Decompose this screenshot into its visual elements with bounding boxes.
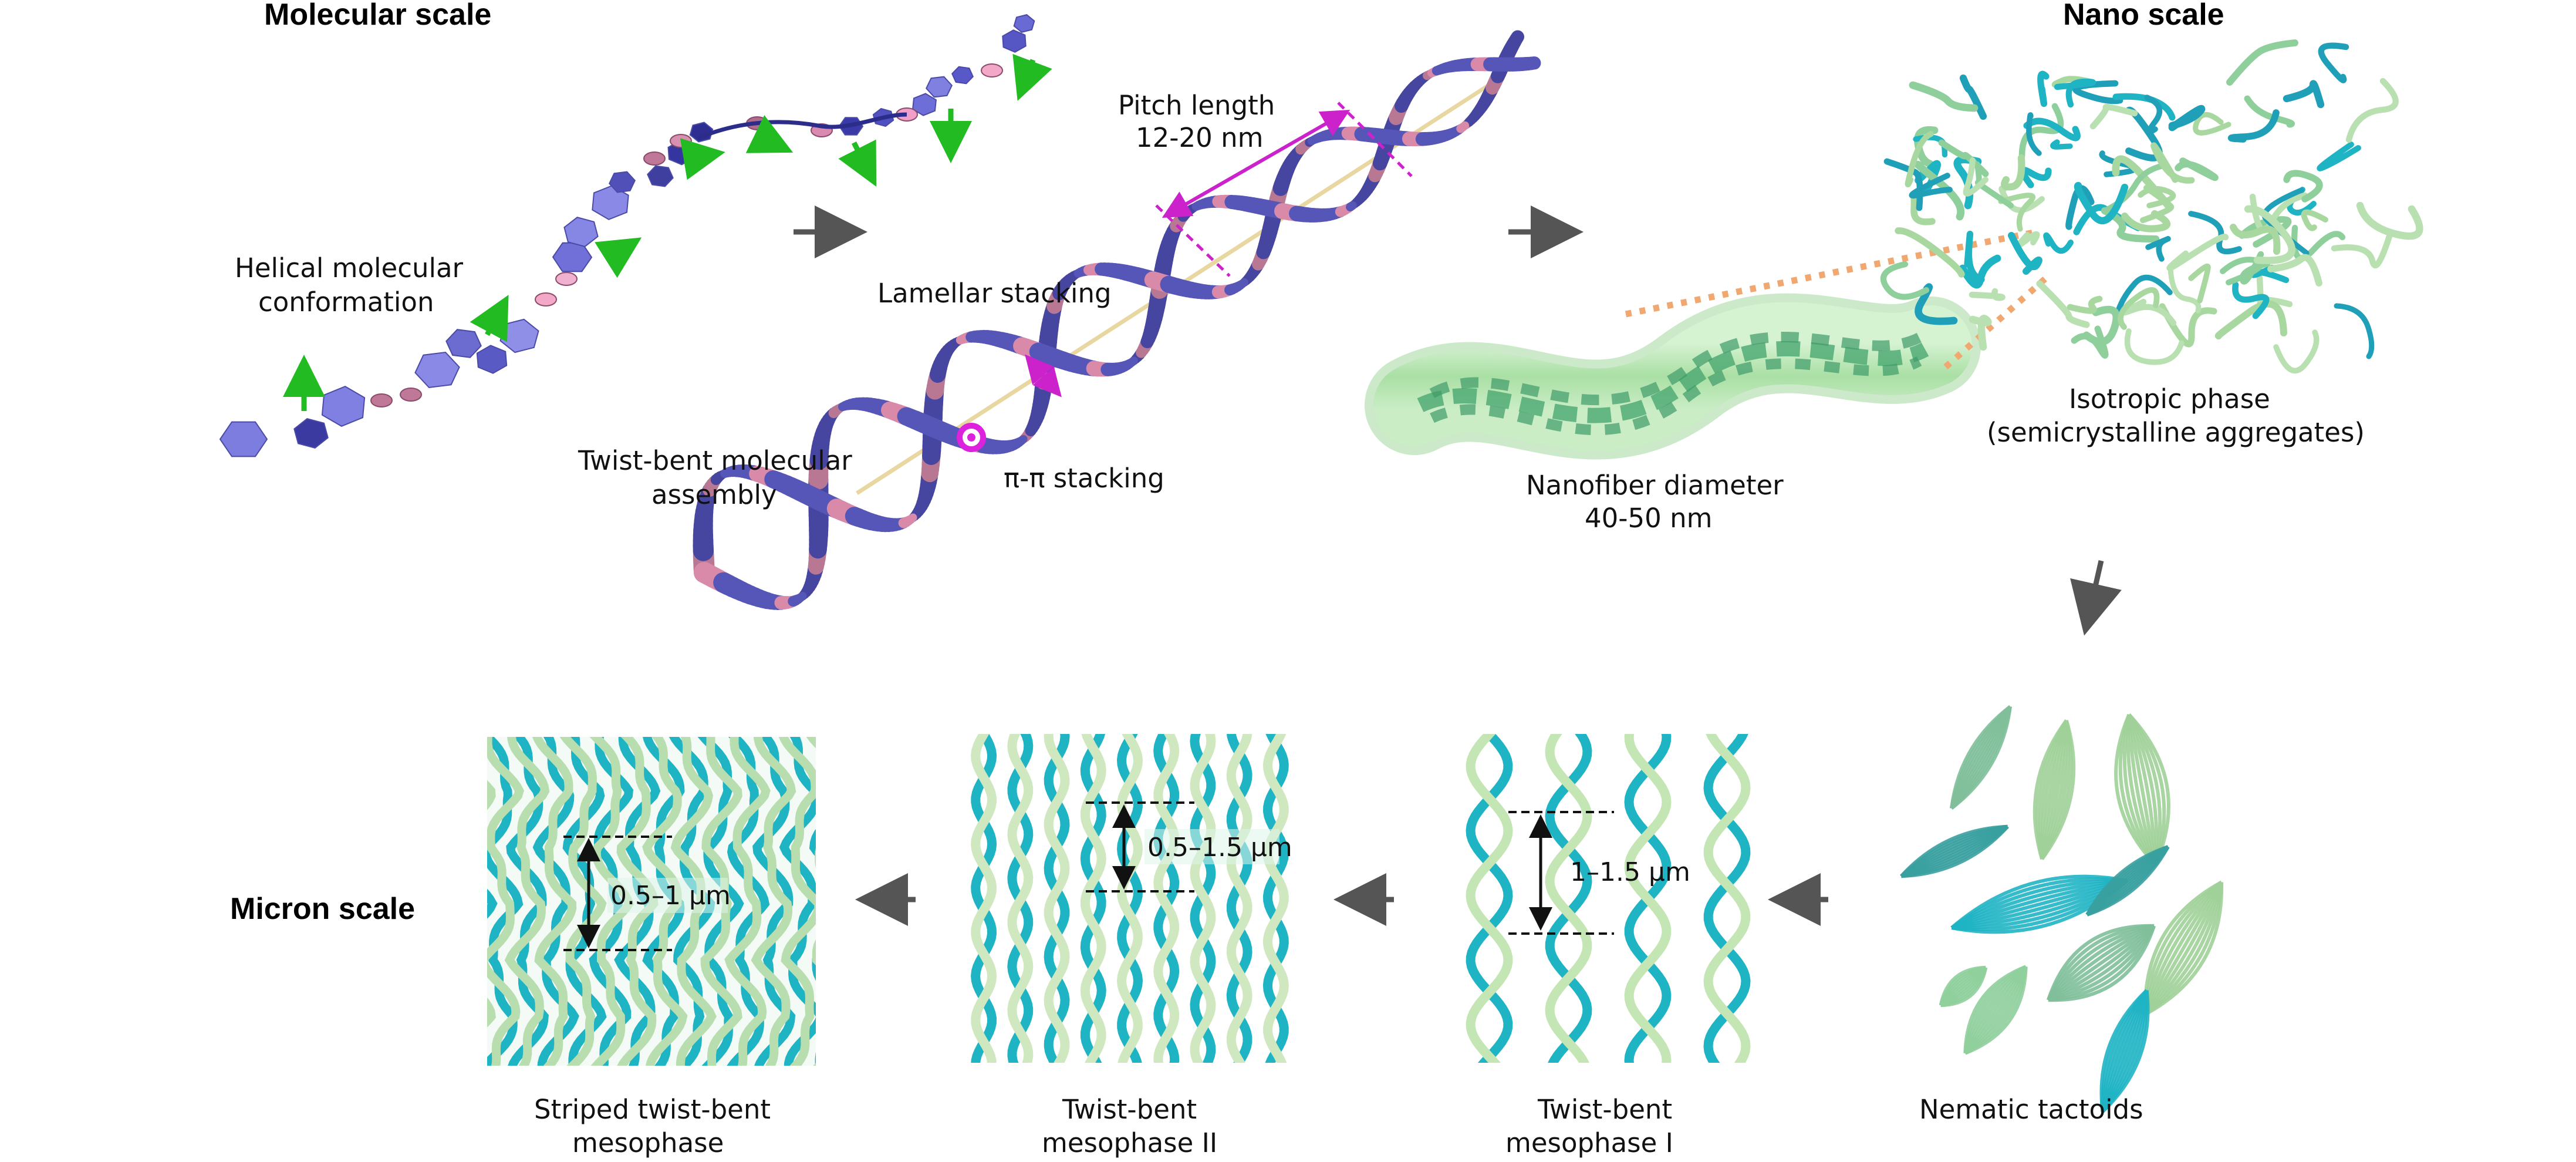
hexagon-icon xyxy=(414,351,460,389)
nanofiber-label-line1: Nanofiber diameter xyxy=(1526,470,1784,501)
twisted-ribbon xyxy=(693,30,1541,610)
helical-label-line1: Helical molecular xyxy=(235,252,464,284)
hexagon-icon xyxy=(912,93,937,116)
hexagon-icon xyxy=(499,318,539,353)
helical-label-line2: conformation xyxy=(258,287,434,318)
tb1-dimension xyxy=(1508,811,1614,935)
hexagon-icon xyxy=(321,385,366,427)
hexagon-icon xyxy=(1002,29,1027,53)
tb1-dimension-label: 1–1.5 μm xyxy=(1570,857,1690,887)
tb2-dimension xyxy=(1086,801,1194,892)
hexagon-icon xyxy=(552,242,593,272)
lamellar-label: Lamellar stacking xyxy=(877,278,1112,309)
nematic-label: Nematic tactoids xyxy=(1919,1094,2143,1125)
arrow-down-icon xyxy=(838,139,877,187)
hexagon-icon xyxy=(219,421,268,457)
arrow-down-icon xyxy=(2070,560,2122,636)
tb1-label-line1: Twist-bent xyxy=(1537,1094,1672,1125)
twist-bent-mesophase-ii-panel xyxy=(965,734,1294,1063)
twist-assembly-label-line2: assembly xyxy=(651,479,777,510)
hexagon-icon xyxy=(951,66,974,85)
twist-assembly-label-line1: Twist-bent molecular xyxy=(578,445,852,476)
tb2-label-line2: mesophase II xyxy=(1042,1127,1217,1158)
hexagon-icon xyxy=(563,217,599,247)
nematic-tactoids xyxy=(1900,705,2224,1113)
nano-scale-title: Nano scale xyxy=(2063,0,2224,32)
nanofiber-label-line2: 40-50 nm xyxy=(1585,503,1712,534)
isotropic-network xyxy=(1880,39,2423,374)
pitch-label-line2: 12-20 nm xyxy=(1136,122,1263,153)
isotropic-label-line2: (semicrystalline aggregates) xyxy=(1987,417,2365,448)
nanofiber xyxy=(1365,293,1981,460)
twist-bent-mesophase-i-panel xyxy=(1450,734,1767,1063)
hexagon-icon xyxy=(445,329,482,358)
hexagon-icon xyxy=(647,165,674,187)
micron-scale-title: Micron scale xyxy=(230,892,415,926)
hexagon-icon xyxy=(609,171,636,193)
tb1-label-line2: mesophase I xyxy=(1505,1127,1673,1158)
double-arrow-icon xyxy=(1162,110,1351,218)
double-arrow-icon xyxy=(1025,354,1062,398)
arrow-up-icon xyxy=(595,237,642,278)
tb2-dimension-label: 0.5–1.5 μm xyxy=(1147,833,1292,863)
tb2-label-line1: Twist-bent xyxy=(1062,1094,1197,1125)
arrow-down-icon xyxy=(1012,53,1052,101)
molecular-scale-title: Molecular scale xyxy=(264,0,491,32)
arrow-up-icon xyxy=(470,295,509,342)
striped-dimension-label: 0.5–1 μm xyxy=(610,881,731,911)
zoom-guide-line xyxy=(1943,273,2051,370)
pitch-label-line1: Pitch length xyxy=(1118,90,1275,121)
striped-dimension xyxy=(563,836,672,951)
hexagon-icon xyxy=(926,76,953,98)
hexagon-icon xyxy=(592,185,629,220)
hexagon-icon xyxy=(1013,14,1035,33)
pitch-length-dimension xyxy=(1155,102,1413,277)
isotropic-label-line1: Isotropic phase xyxy=(2069,383,2270,415)
arrow-down-icon xyxy=(745,115,794,153)
arrow-right-icon xyxy=(680,138,725,180)
helical-molecule-chain xyxy=(219,14,1035,457)
pi-stacking-label: π-π stacking xyxy=(1004,463,1164,494)
striped-label-line1: Striped twist-bent xyxy=(534,1094,771,1125)
hexagon-icon xyxy=(476,345,508,374)
striped-label-line2: mesophase xyxy=(572,1127,724,1158)
green-direction-arrows xyxy=(283,53,1052,411)
hexagon-icon xyxy=(293,418,329,449)
